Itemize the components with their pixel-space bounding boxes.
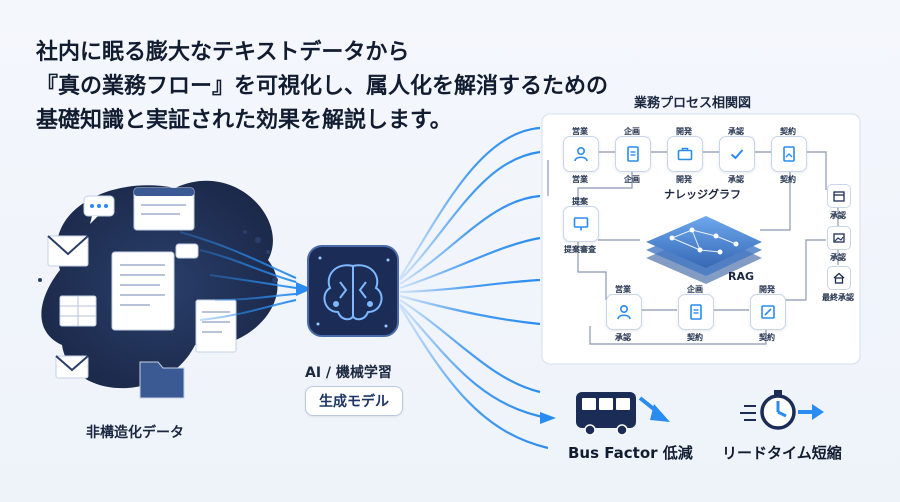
- contract-icon: [783, 146, 795, 162]
- benefit-lead-time-label: リードタイム短縮: [722, 444, 842, 462]
- top-chip-4: [719, 136, 755, 172]
- generative-model-pill: 生成モデル: [305, 386, 403, 416]
- bus-icon: [576, 392, 636, 436]
- envelope-icon: [55, 355, 89, 379]
- bottom-chip-1: [606, 294, 642, 330]
- document-icon: [690, 304, 702, 320]
- top-chip-5: [771, 136, 807, 172]
- browser-window-icon: [133, 187, 195, 231]
- top-chip-4-title: 承認: [728, 127, 744, 136]
- folder-icon: [139, 361, 185, 399]
- mid-chip: [563, 206, 599, 242]
- bottom-chip-3-label: 契約: [759, 333, 775, 342]
- knowledge-graph-label: ナレッジグラフ: [664, 188, 741, 201]
- home-icon: [833, 272, 845, 284]
- top-chip-1-title: 営業: [572, 127, 588, 136]
- check-icon: [730, 149, 744, 160]
- top-chip-3-label: 開発: [676, 175, 692, 184]
- mid-chip-title: 提案: [572, 197, 588, 206]
- page-headline: 社内に眠る膨大なテキストデータから 『真の業務フロー』を可視化し、属人化を解消す…: [36, 36, 609, 138]
- bottom-chip-2-title: 企画: [687, 285, 703, 294]
- top-chip-5-label: 契約: [780, 175, 796, 184]
- right-node-1-label: 承認: [830, 211, 846, 220]
- rag-label: RAG: [728, 270, 755, 283]
- headline-line-3: 基礎知識と実証された効果を解説します。: [36, 108, 452, 133]
- bottom-chip-1-label: 承認: [615, 333, 631, 342]
- chat-bubble-icon: [175, 243, 199, 259]
- top-chip-1: [563, 136, 599, 172]
- top-chip-5-title: 契約: [780, 127, 796, 136]
- top-chip-4-label: 承認: [728, 175, 744, 184]
- headline-line-1: 社内に眠る膨大なテキストデータから: [36, 40, 410, 65]
- right-node-2: [827, 226, 851, 250]
- outgoing-flow-lines: [399, 126, 549, 450]
- incoming-arrowhead: [296, 282, 312, 296]
- forward-arrow-icon: [798, 404, 824, 420]
- brain-icon: [323, 264, 383, 321]
- bottom-chip-3: [750, 294, 786, 330]
- headline-line-2: 『真の業務フロー』を可視化し、属人化を解消するための: [36, 74, 609, 99]
- document-icon: [195, 299, 237, 353]
- unstructured-data-cluster: [38, 180, 278, 399]
- decrease-arrow-icon: [638, 396, 670, 422]
- process-connectors: [547, 151, 839, 345]
- top-chip-2: [615, 136, 651, 172]
- briefcase-icon: [677, 147, 693, 161]
- knowledge-graph-stack: [646, 216, 762, 284]
- bottom-chip-2-label: 契約: [687, 333, 703, 342]
- chat-bubble-icon: [83, 195, 115, 224]
- presentation-icon: [573, 217, 589, 231]
- unstructured-data-caption: 非構造化データ: [86, 425, 184, 441]
- document-icon: [627, 146, 639, 162]
- top-chip-2-label: 企画: [624, 175, 640, 184]
- incoming-flow-lines: [179, 231, 297, 321]
- right-node-2-label: 承認: [830, 253, 846, 262]
- right-node-3: [827, 266, 851, 290]
- edit-icon: [761, 305, 775, 319]
- stopwatch-icon: [740, 390, 796, 430]
- spreadsheet-icon: [59, 295, 97, 327]
- document-icon: [111, 251, 175, 331]
- bottom-chip-2: [678, 294, 714, 330]
- top-chip-1-label: 営業: [572, 175, 588, 184]
- envelope-icon: [47, 235, 89, 267]
- top-chip-2-title: 企画: [624, 127, 640, 136]
- benefit-bus-factor-label: Bus Factor 低減: [568, 444, 693, 462]
- bottom-chip-1-title: 営業: [615, 285, 631, 294]
- ai-caption: AI / 機械学習: [305, 365, 392, 381]
- person-icon: [574, 146, 588, 162]
- bottom-chip-3-title: 開発: [759, 285, 775, 294]
- top-chip-3: [667, 136, 703, 172]
- calendar-icon: [833, 191, 845, 202]
- ai-brain-node: [307, 245, 399, 337]
- outgoing-arrowhead: [540, 412, 556, 424]
- image-icon: [833, 233, 845, 243]
- right-node-3-label: 最終承認: [822, 293, 854, 302]
- top-chip-3-title: 開発: [676, 127, 692, 136]
- person-icon: [617, 304, 631, 320]
- process-map-title: 業務プロセス相関図: [634, 96, 752, 111]
- right-node-1: [827, 184, 851, 208]
- mid-chip-label: 提案審査: [564, 245, 596, 254]
